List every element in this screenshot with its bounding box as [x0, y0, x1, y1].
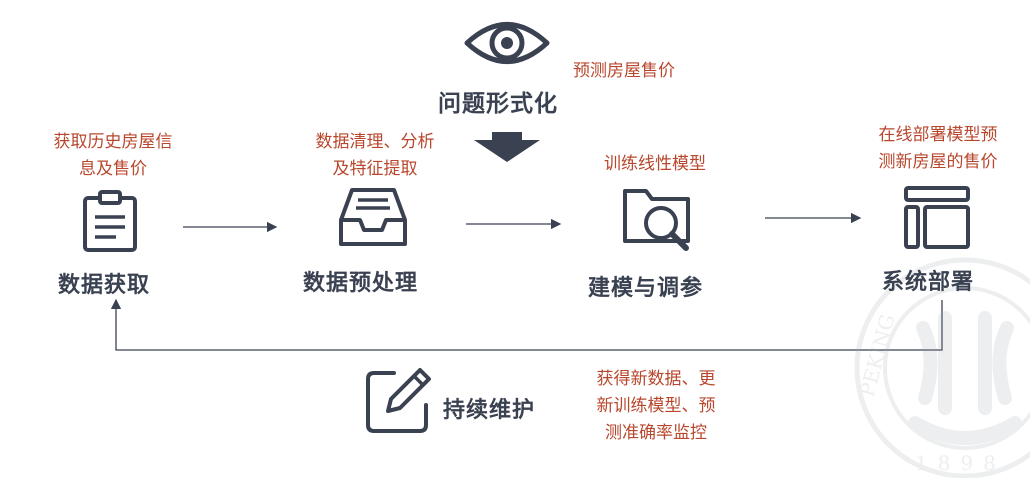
- step-model-title: 建模与调参: [588, 276, 704, 301]
- seal-year: 1898: [915, 451, 1006, 475]
- top-title: 问题形式化: [438, 91, 558, 117]
- note-line: 及特征提取: [332, 159, 418, 179]
- note-line: 测新房屋的售价: [878, 152, 998, 172]
- step-model-note: 训练线性模型: [570, 151, 740, 178]
- feedback-loop-line: [110, 298, 943, 351]
- layout-icon: [904, 186, 970, 249]
- step-acquire-title: 数据获取: [58, 273, 151, 298]
- top-note: 预测房屋售价: [573, 61, 675, 81]
- maintenance-note: 获得新数据、更 新训练模型、预 测准确率监控: [571, 366, 741, 447]
- note-line: 获得新数据、更: [596, 369, 716, 389]
- step-preprocess-note: 数据清理、分析 及特征提取: [290, 129, 460, 183]
- step-acquire-note: 获取历史房屋信 息及售价: [28, 129, 198, 183]
- step-deploy-title: 系统部署: [882, 270, 975, 295]
- clipboard-icon: [83, 190, 137, 252]
- note-line: 息及售价: [79, 159, 147, 179]
- note-line: 训练线性模型: [604, 154, 706, 174]
- note-line: 新训练模型、预: [596, 396, 716, 416]
- maintenance-title: 持续维护: [443, 398, 536, 423]
- down-arrow-icon: [474, 132, 540, 162]
- note-line: 在线部署模型预: [878, 125, 998, 145]
- note-line: 获取历史房屋信: [53, 132, 173, 152]
- flow-connectors: [110, 212, 943, 351]
- folder-search-icon: [623, 189, 690, 251]
- inbox-tray-icon: [339, 188, 407, 246]
- eye-icon: [464, 22, 550, 64]
- pencil-edit-icon: [366, 368, 431, 433]
- note-line: 数据清理、分析: [315, 132, 435, 152]
- seal-text-left: PEKING: [855, 312, 900, 400]
- step-deploy-note: 在线部署模型预 测新房屋的售价: [853, 122, 1023, 176]
- step-preprocess-title: 数据预处理: [303, 271, 419, 296]
- note-line: 测准确率监控: [605, 423, 707, 443]
